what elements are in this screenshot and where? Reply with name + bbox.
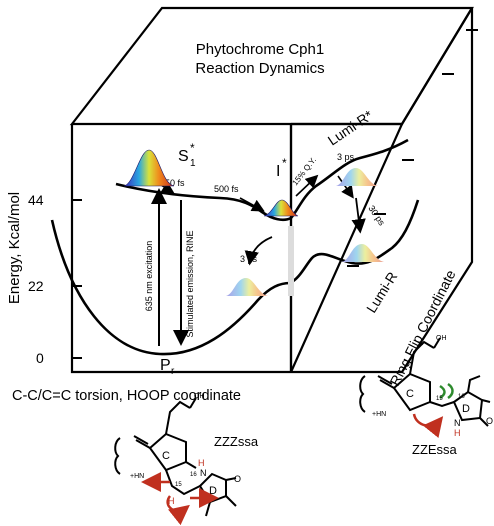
title-line-2: Reaction Dynamics — [195, 60, 324, 77]
excitation-label: 635 nm excitation — [144, 241, 154, 312]
zze-ring-c: C — [406, 388, 414, 400]
arrow-30ps — [351, 197, 366, 234]
structure-zzz — [114, 397, 237, 517]
right-face-ticks — [347, 29, 478, 267]
zzz-label: ZZZssa — [214, 434, 259, 449]
zzz-ring-c: C — [162, 450, 170, 462]
zze-ring-d: D — [462, 403, 470, 415]
zze-n16: 16 — [458, 394, 465, 400]
y-tick-44: 44 — [28, 192, 44, 208]
lumi-r-star-label: Lumi-R* — [325, 107, 376, 149]
zze-oh: OH — [436, 335, 447, 342]
s1-sup: * — [190, 141, 195, 155]
lumi-r-label: Lumi-R — [363, 269, 400, 316]
y-tick-0: 0 — [36, 350, 44, 366]
y-tick-22: 22 — [28, 278, 44, 294]
arrow-3ps-left — [244, 236, 273, 266]
label-3ps-left: 3 ps — [240, 254, 258, 264]
zzz-ring-d: D — [209, 485, 217, 497]
wavepacket-ground — [226, 278, 268, 296]
zze-o: O — [486, 416, 493, 426]
zzz-nh: N — [200, 468, 207, 478]
zzz-n16: 16 — [190, 472, 197, 478]
z-axis-label: Ring Flip Coordinate — [386, 267, 458, 388]
label-30ps: 30 ps — [366, 204, 387, 228]
excited-state-curve — [115, 182, 292, 222]
zze-nplus: +HN — [372, 411, 386, 418]
zze-h: H — [454, 428, 461, 438]
pr-label: P — [160, 357, 171, 374]
wavepacket-lumi-r — [342, 244, 384, 262]
title-line-1: Phytochrome Cph1 — [196, 41, 324, 58]
arrow-qy — [295, 174, 319, 197]
y-axis-ticks — [72, 199, 82, 359]
y-axis-label: Energy, Kcal/mol — [6, 192, 23, 304]
i-star-label: I — [276, 163, 280, 180]
zze-steric-clash — [439, 382, 454, 400]
s1-label: S — [178, 148, 189, 165]
emission-label: Stimulated emission, RINE — [185, 230, 195, 337]
zzz-red-arrow-curve — [166, 495, 190, 526]
i-star-sup: * — [282, 156, 287, 170]
zzz-n15: 15 — [175, 482, 182, 488]
lumi-r-star-curve — [289, 138, 409, 219]
x-axis-label: C-C/C=C torsion, HOOP coordinate — [12, 388, 241, 404]
label-150fs: 150 fs — [160, 178, 185, 188]
pr-sub: r — [171, 366, 175, 377]
energy-curves — [50, 138, 420, 356]
zzz-oh: OH — [194, 393, 205, 400]
zzz-h-top: H — [198, 458, 205, 468]
zze-n15: 15 — [436, 396, 443, 402]
wavepacket-s1 — [123, 149, 175, 187]
zze-red-arrow-curve — [412, 413, 444, 438]
wavepacket-lumi-r-star — [336, 168, 378, 186]
label-500fs: 500 fs — [214, 184, 239, 194]
zzz-h-bottom: H — [168, 496, 175, 506]
zzz-o: O — [234, 474, 241, 484]
zzz-nplus: +HN — [130, 473, 144, 480]
structure-zze — [359, 337, 491, 427]
zze-label: ZZEssa — [412, 442, 458, 457]
s1-sub: 1 — [190, 158, 196, 169]
wavepacket-i-star — [263, 199, 299, 217]
lumi-r-curve — [289, 199, 420, 285]
label-3ps-top: 3 ps — [337, 152, 355, 162]
arrow-500fs — [239, 197, 265, 212]
label-qy: 15% Q.Y. — [290, 156, 318, 188]
crossing-highlight — [288, 226, 294, 296]
zze-nh: N — [454, 418, 461, 428]
ground-state-curve — [50, 219, 291, 356]
